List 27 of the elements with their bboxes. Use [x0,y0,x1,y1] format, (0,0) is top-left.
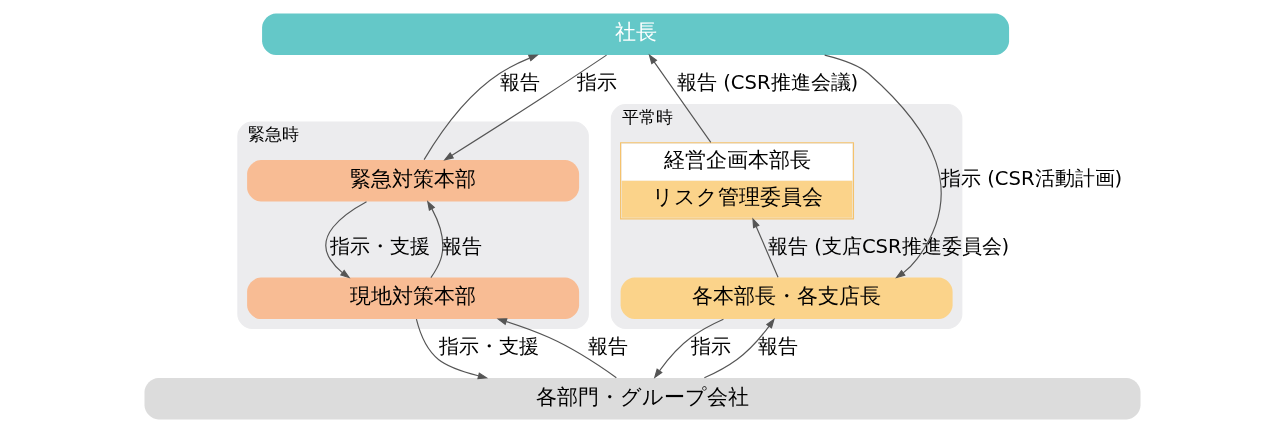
arrow [496,317,617,378]
edge-label: 指示 [690,334,731,358]
edge-label: 指示 [576,70,617,94]
edge-label: 報告 [499,70,540,94]
edge-label: 指示 (CSR活動計画) [940,166,1122,190]
node-box: 社長 [261,13,1009,55]
edge-label: 報告 [757,334,798,358]
edge-label: 報告 (CSR推進会議) [676,70,858,94]
arrow [647,53,711,143]
arrow [823,54,942,279]
arrow [415,318,488,379]
node-box: 各部門・グループ会社 [144,377,1140,419]
node-box: 各本部長・各支店長 [620,277,953,319]
arrow [653,318,724,379]
edge-label: 指示・支援 [329,234,430,258]
arrow [703,317,775,378]
edge-label: 報告 [441,234,482,258]
edge-label: 報告 (支店CSR推進委員会) [767,234,1009,258]
edge-label: 指示・支援 [438,334,539,358]
arrow [423,54,539,160]
node-box: 緊急対策本部 [246,159,579,201]
arrow [751,216,779,278]
edge-label: 報告 [587,334,628,358]
arrow [426,199,443,278]
node-box: 現地対策本部 [246,277,579,319]
arrow [442,54,607,161]
arrow [324,200,367,278]
